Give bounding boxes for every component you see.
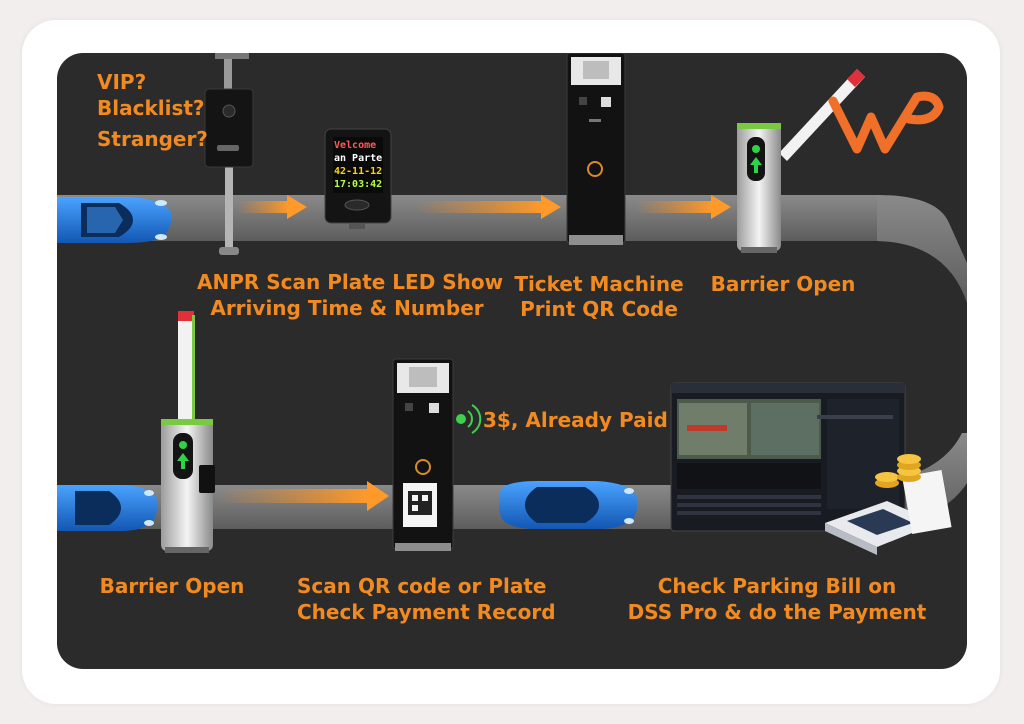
ticket-machine-icon: [566, 53, 626, 245]
payment-terminal-icon: [825, 469, 952, 555]
coin-stack-icon: [875, 454, 921, 488]
ticket-label-line1: Ticket Machine: [514, 272, 684, 296]
scan-label-line2: Check Payment Record: [297, 600, 556, 624]
anpr-label-line1: ANPR Scan Plate LED Show: [197, 270, 504, 294]
car-bottom-left-icon: [57, 485, 158, 531]
question-blacklist: Blacklist?: [97, 96, 205, 120]
led-line-4: 17:03:42: [334, 179, 382, 190]
scan-label-line1: Scan QR code or Plate: [297, 574, 547, 598]
arrow-4: [217, 481, 389, 511]
ticket-label-line2: Print QR Code: [520, 297, 678, 321]
question-stranger: Stranger?: [97, 127, 208, 151]
led-line-3: 42-11-12: [334, 166, 382, 177]
dss-label-line1: Check Parking Bill on: [657, 574, 897, 598]
arrow-2: [415, 195, 561, 219]
led-line-2: an Parte: [334, 153, 382, 164]
dss-label-line2: DSS Pro & do the Payment: [627, 600, 927, 624]
question-vip: VIP?: [97, 70, 147, 94]
parking-flow-diagram: Velcome an Parte 42-11-12 17:03:42: [57, 53, 967, 555]
anpr-camera-icon: [204, 53, 254, 255]
car-middle-icon: [499, 481, 638, 529]
barrier-top-label: Barrier Open: [710, 272, 856, 296]
barrier-bottom-label: Barrier Open: [99, 574, 245, 598]
car-icon: [57, 197, 172, 243]
barrier-gate-icon: [737, 69, 865, 253]
led-line-1: Velcome: [334, 140, 376, 151]
arrow-3: [635, 195, 731, 219]
anpr-label-line2: Arriving Time & Number: [210, 296, 484, 320]
pay-station-icon: [392, 358, 454, 551]
arrow-1: [237, 195, 307, 219]
barrier-bottom-icon: [161, 311, 215, 553]
payment-status-label: 3$, Already Paid: [483, 408, 668, 432]
nfc-signal-icon: [456, 404, 482, 434]
led-display-icon: [324, 128, 392, 229]
brand-logo-icon: [828, 91, 944, 154]
dss-monitor-icon: [670, 382, 906, 532]
diagram-panel: Velcome an Parte 42-11-12 17:03:42: [57, 53, 967, 669]
